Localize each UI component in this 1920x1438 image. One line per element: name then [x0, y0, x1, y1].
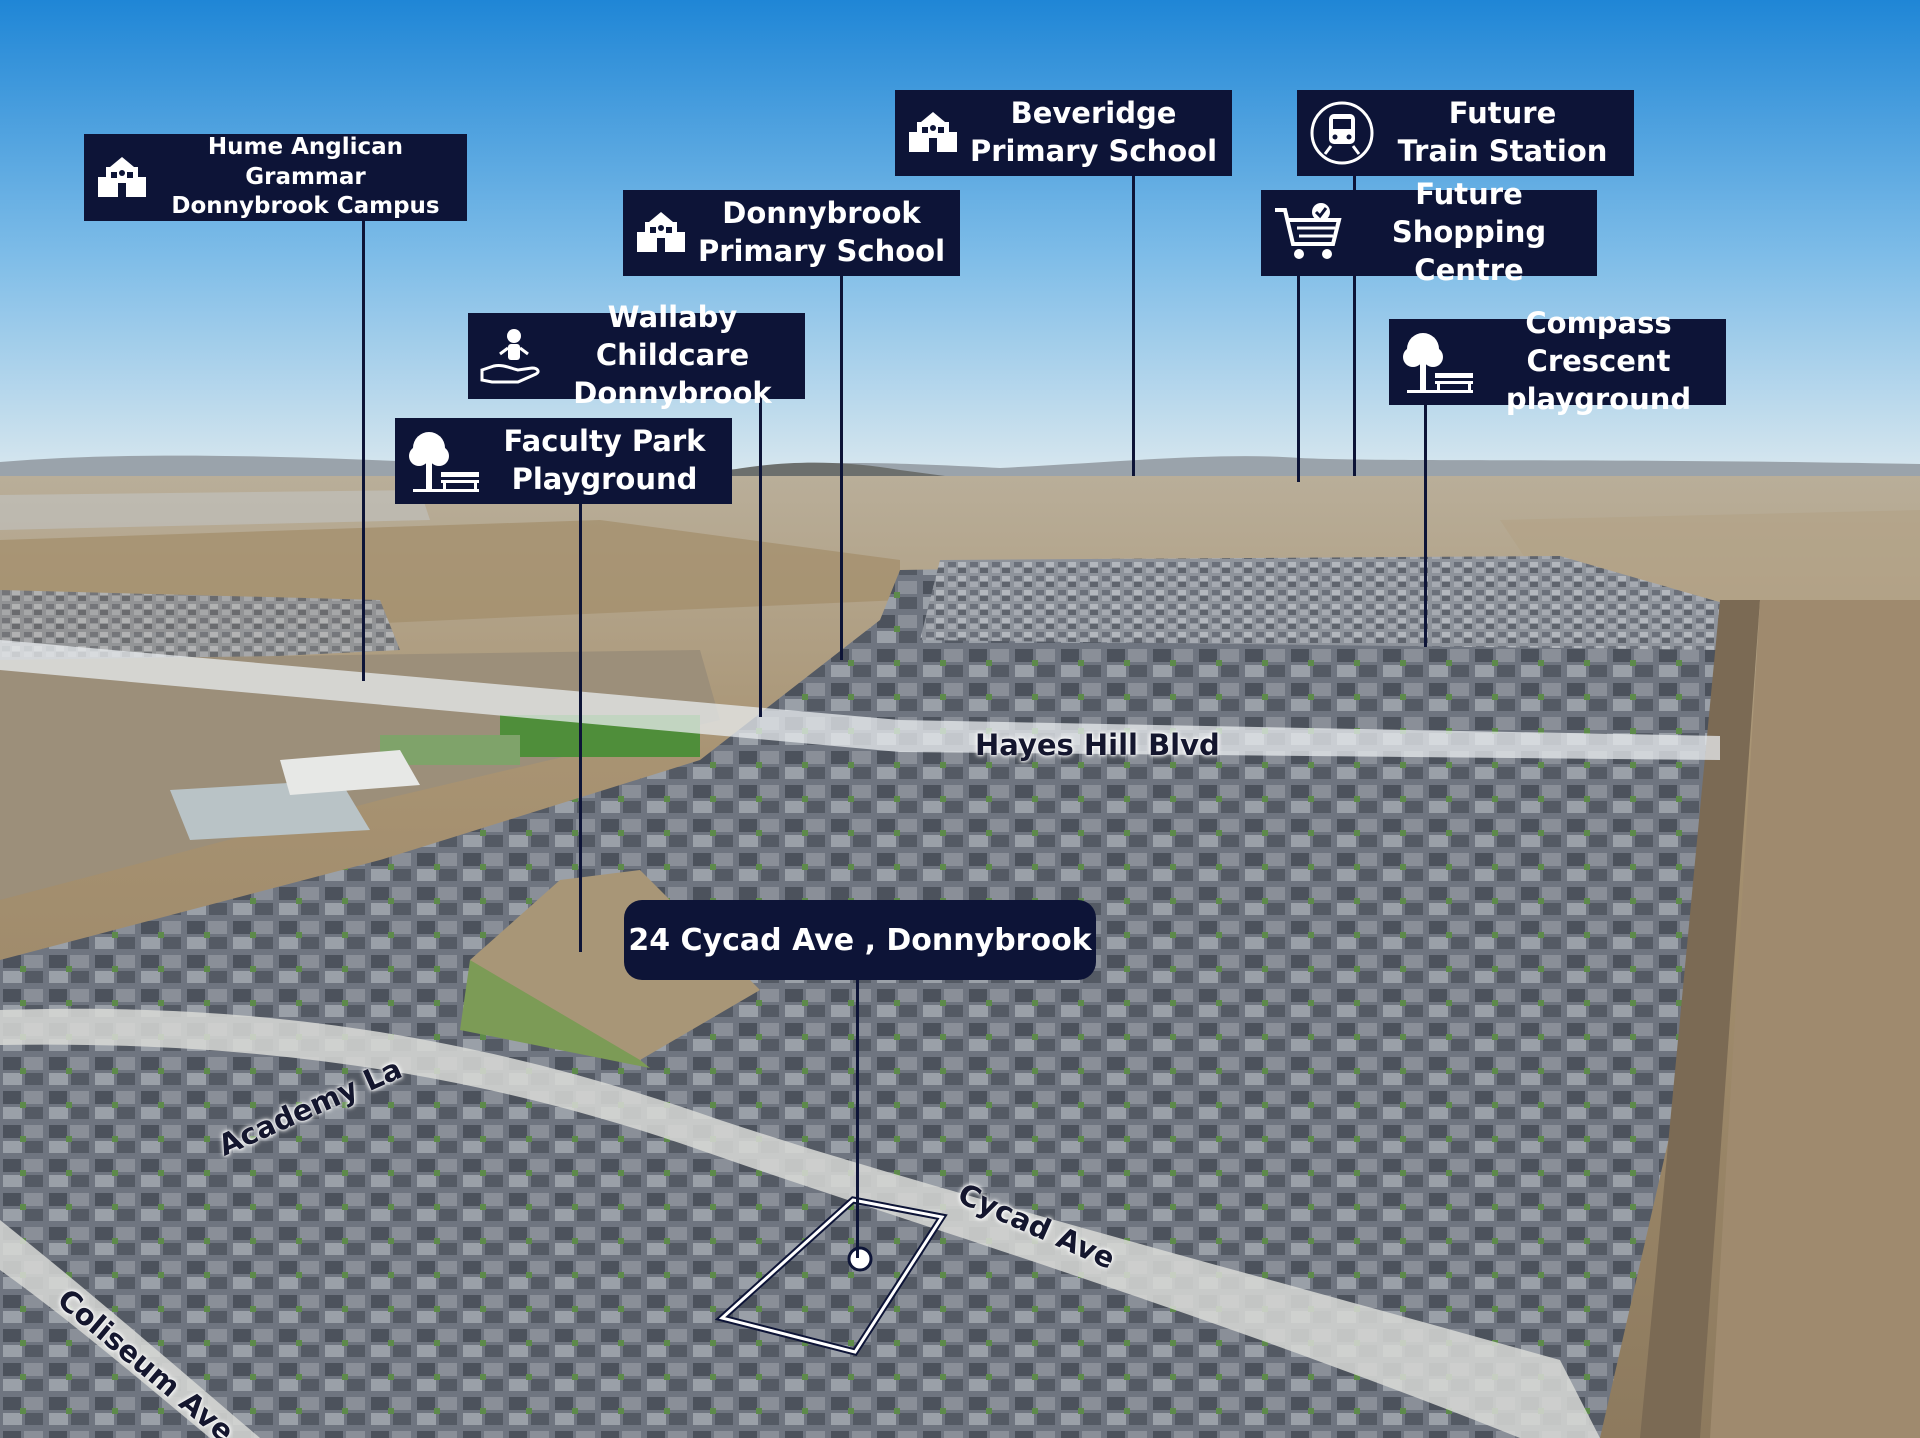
poi-label-line2: Donnybrook [573, 375, 772, 410]
poi-label-line2: Train Station [1397, 134, 1608, 168]
pointer-line-donnybrook-ps [840, 276, 843, 660]
pointer-line-wallaby [759, 399, 762, 717]
street-label-hayes-hill-blvd: Hayes Hill Blvd [975, 728, 1220, 762]
pointer-line-train [1353, 176, 1356, 476]
poi-label-line2: Primary School [969, 134, 1218, 168]
poi-label-line1: Donnybrook [722, 196, 921, 231]
poi-label-line2: Donnybrook Campus [171, 193, 440, 220]
poi-label-line2: Primary School [697, 234, 946, 268]
poi-label-line2: Playground [511, 462, 698, 496]
property-address-text: 24 Cycad Ave , Donnybrook [628, 922, 1092, 958]
train-icon [1309, 100, 1375, 166]
pointer-line-compass [1424, 405, 1427, 647]
poi-label-line1: Hume Anglican Grammar [207, 133, 404, 190]
poi-label-line1: Faculty Park [503, 424, 706, 459]
shopping-cart-icon [1273, 202, 1345, 264]
pointer-line-shopping [1297, 276, 1300, 482]
poi-label-line2: Centre [1414, 252, 1524, 287]
tree-bench-icon [1401, 329, 1475, 395]
poi-label-line1: Future [1448, 96, 1557, 131]
tree-bench-icon [407, 428, 481, 494]
pointer-line-hume [362, 221, 365, 681]
pointer-line-address [856, 978, 859, 1258]
school-icon [907, 108, 959, 158]
poi-label-line1: Compass Crescent [1525, 306, 1672, 379]
school-icon [635, 208, 687, 258]
property-address-label: 24 Cycad Ave , Donnybrook [624, 900, 1096, 980]
poi-label-line1: Wallaby Childcare [595, 300, 750, 373]
poi-label-line1: Future Shopping [1391, 177, 1547, 250]
poi-label-line1: Beveridge [1010, 96, 1177, 131]
pointer-line-faculty [579, 504, 582, 952]
street-name: Hayes Hill Blvd [975, 728, 1220, 762]
childcare-icon [480, 326, 544, 386]
poi-label-line2: playground [1505, 381, 1692, 416]
school-icon [96, 153, 148, 203]
pointer-line-beveridge [1132, 176, 1135, 476]
